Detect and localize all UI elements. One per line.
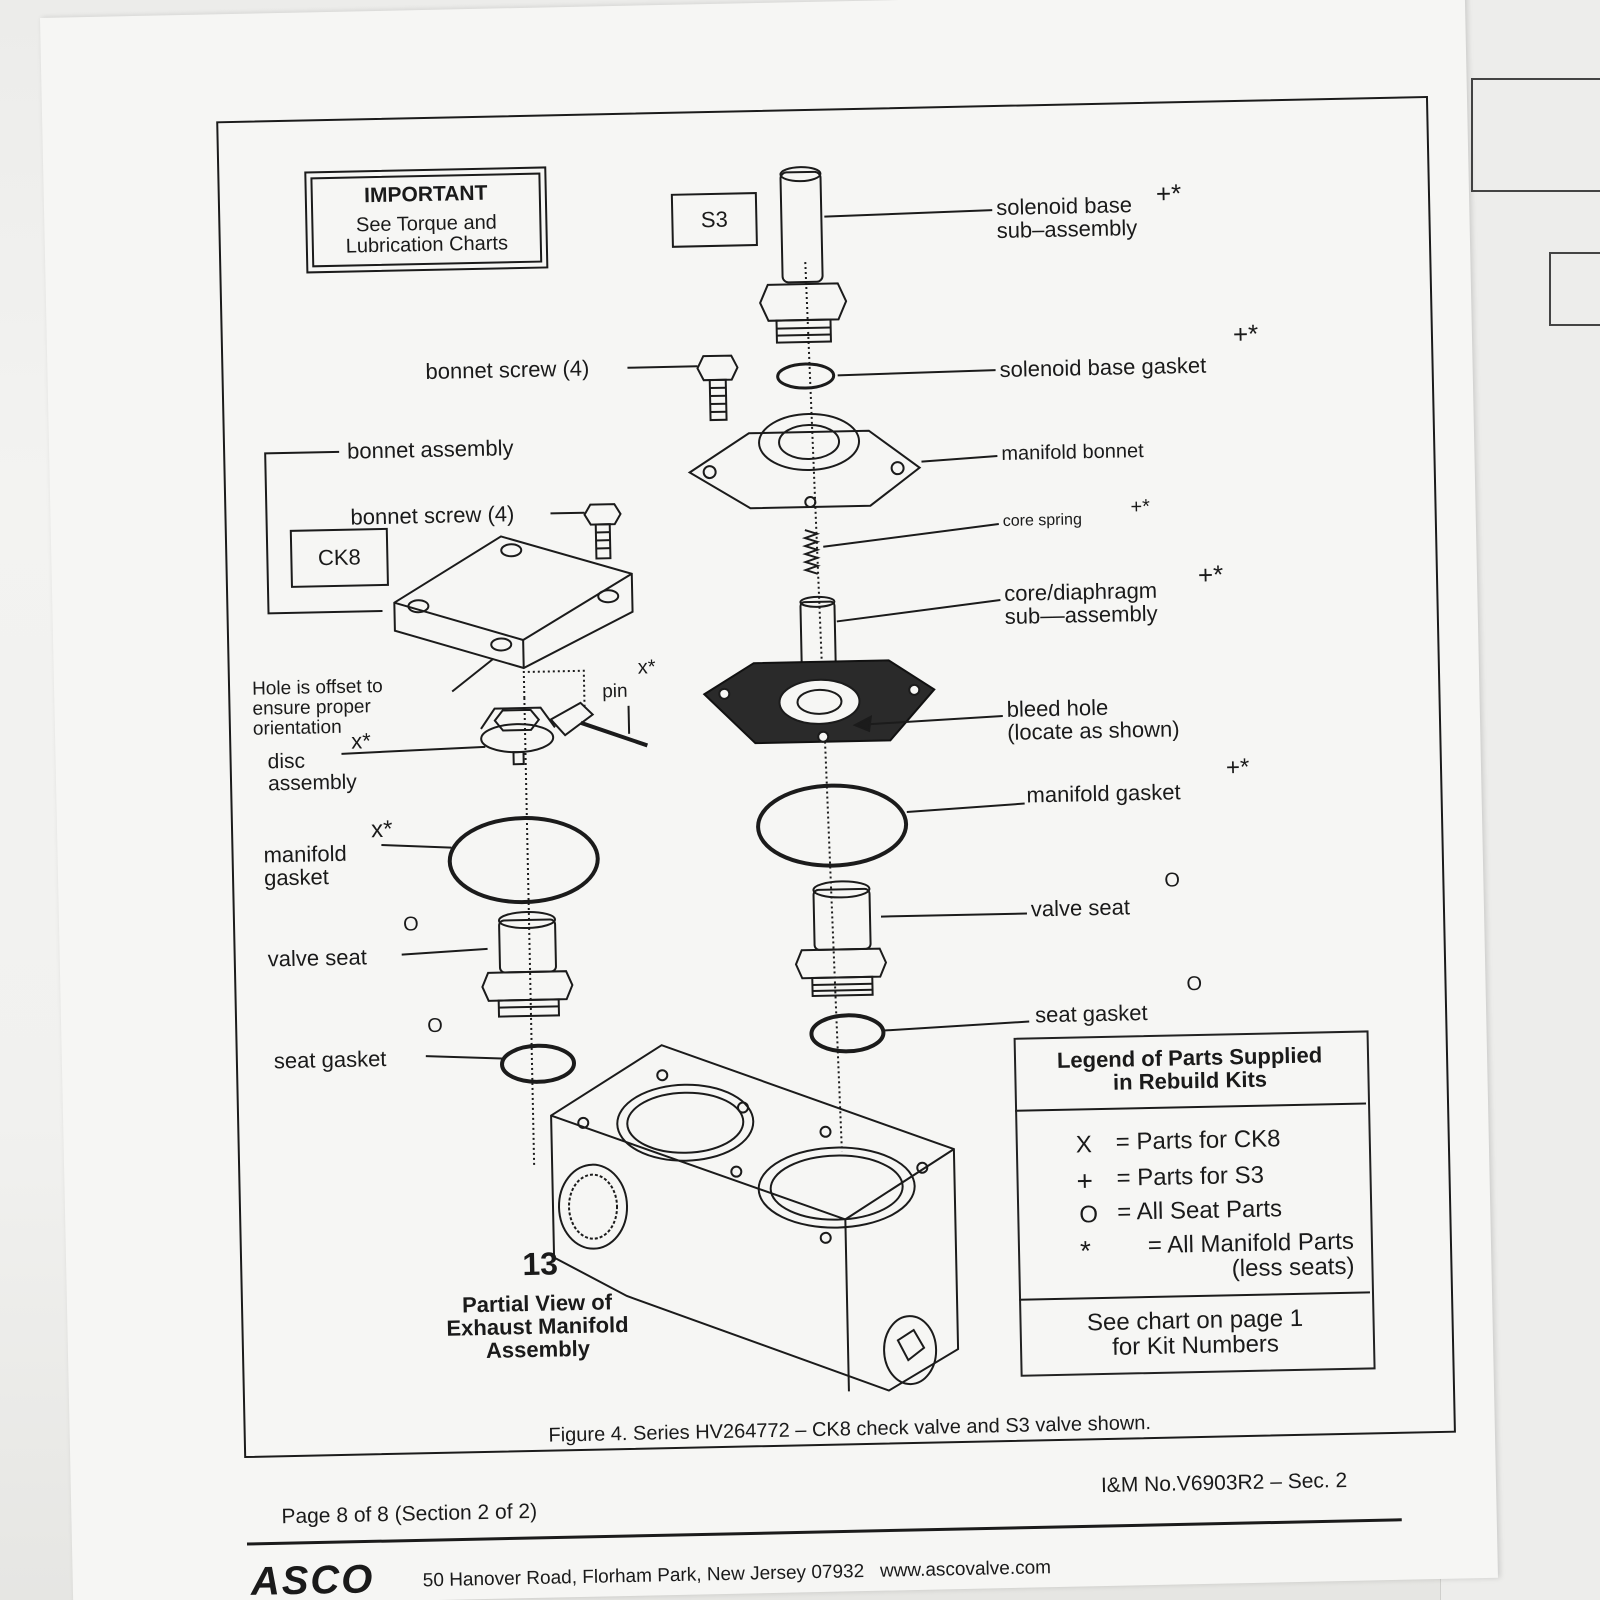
core-spring-part <box>801 529 821 575</box>
legend-symbol-star: * <box>1079 1235 1092 1267</box>
solenoid-base-gasket-part <box>776 362 836 390</box>
seat-gasket-left-label: seat gasket <box>273 1045 387 1074</box>
pin-label: pin <box>602 680 628 703</box>
valve-seat-right-mark: O <box>1164 869 1181 892</box>
bonnet-plate-part <box>393 535 634 670</box>
core-spring-marks: +* <box>1130 495 1151 519</box>
solenoid-gasket-label: solenoid base gasket <box>999 352 1207 382</box>
legend-text-x: = Parts for CK8 <box>1115 1125 1281 1156</box>
pin-pointer <box>627 705 631 734</box>
left-axis-line <box>523 697 536 1168</box>
legend-footer: See chart on page 1 for Kit Numbers <box>1086 1304 1304 1362</box>
manifold-gasket-left-marks: x* <box>370 815 393 844</box>
bonnet-assembly-label: bonnet assembly <box>346 435 514 464</box>
leader-valve-seat-left <box>401 947 488 956</box>
leader-disc-assembly <box>341 745 486 755</box>
core-diaphragm-marks: +* <box>1197 559 1224 590</box>
exploded-view-diagram <box>216 95 1456 1546</box>
seat-gasket-left-mark: O <box>426 1014 443 1038</box>
bonnet-screw-right-label: bonnet screw (4) <box>425 355 590 385</box>
disc-assembly-label: disc assembly <box>267 749 358 796</box>
s3-box <box>670 192 758 248</box>
leader-solenoid-base <box>824 209 993 218</box>
bonnet-assembly-bracket <box>264 450 383 615</box>
leader-manifold-bonnet <box>921 455 998 463</box>
leader-manifold-gasket-right <box>906 802 1025 814</box>
leader-bonnet-screw-right <box>627 365 698 369</box>
pin-part <box>580 720 649 748</box>
figure-frame <box>216 95 1456 1459</box>
bonnet-screw-left-part <box>583 503 622 560</box>
leader-seat-gasket-left <box>425 1055 502 1060</box>
solenoid-base-marks: +* <box>1155 178 1182 209</box>
leader-solenoid-gasket <box>837 369 996 377</box>
ck8-label: CK8 <box>317 544 362 571</box>
offset-hole-pointer <box>451 657 495 693</box>
seat-gasket-right-part <box>809 1013 886 1054</box>
legend-divider-2 <box>1019 1291 1371 1301</box>
bleed-hole-label: bleed hole (locate as shown) <box>1006 694 1180 745</box>
valve-seat-left-label: valve seat <box>267 944 368 972</box>
core-diaphragm-part <box>702 595 936 745</box>
leader-bleed-hole <box>854 714 1003 727</box>
partial-view-text: Partial View of Exhaust Manifold Assembl… <box>446 1289 629 1364</box>
important-box-outer <box>304 166 549 274</box>
legend-divider-1 <box>1015 1102 1367 1112</box>
leader-valve-seat-right <box>880 912 1027 918</box>
solenoid-base-label: solenoid base sub–assembly <box>995 192 1138 244</box>
footer-rule <box>246 1518 1402 1546</box>
leader-core-spring <box>823 523 999 548</box>
important-text: See Torque and Lubrication Charts <box>345 211 509 258</box>
manifold-bonnet-label: manifold bonnet <box>1001 439 1144 465</box>
valve-seat-right-part <box>794 880 888 998</box>
manifold-gasket-right-marks: +* <box>1225 753 1250 782</box>
important-box-inner <box>310 172 543 268</box>
s3-label: S3 <box>700 206 729 233</box>
leader-seat-gasket-right <box>883 1020 1030 1032</box>
core-diaphragm-label: core/diaphragm sub––assembly <box>1004 577 1158 630</box>
legend-text-star: = All Manifold Parts (less seats) <box>1147 1227 1355 1283</box>
valve-seat-right-label: valve seat <box>1030 894 1131 922</box>
bonnet-screw-left-label: bonnet screw (4) <box>350 501 515 530</box>
bonnet-screw-right-part <box>696 354 739 422</box>
seat-gasket-right-label: seat gasket <box>1034 1000 1148 1028</box>
disc-marks: x* <box>350 728 372 754</box>
disc-assembly-part <box>480 701 595 766</box>
solenoid-gasket-marks: +* <box>1232 318 1259 350</box>
core-spring-label: core spring <box>1002 511 1083 530</box>
manifold-gasket-right-part <box>756 783 909 868</box>
partial-view-number: 13 <box>522 1245 559 1283</box>
solenoid-base-part <box>759 166 848 344</box>
pin-bracket <box>522 669 586 707</box>
legend-text-o: = All Seat Parts <box>1116 1195 1283 1226</box>
manifold-gasket-left-part <box>447 816 600 905</box>
manifold-bonnet-part <box>687 412 922 510</box>
manual-page: IMPORTANT See Torque and Lubrication Cha… <box>40 0 1498 1600</box>
asco-logo: ASCO <box>250 1557 375 1600</box>
leader-bonnet-screw-left <box>550 511 585 515</box>
manifold-gasket-left-label: manifold gasket <box>263 840 347 891</box>
adjacent-page-box-2 <box>1549 252 1600 326</box>
legend-symbol-plus: + <box>1076 1165 1094 1197</box>
ck8-box <box>289 527 389 588</box>
legend-symbol-x: X <box>1075 1131 1093 1159</box>
legend-title: Legend of Parts Supplied in Rebuild Kits <box>1056 1042 1323 1095</box>
bleed-hole-arrow <box>852 714 873 733</box>
seat-gasket-left-part <box>500 1043 577 1084</box>
valve-seat-left-mark: O <box>402 913 419 936</box>
leader-core-diaphragm <box>836 599 1001 623</box>
valve-seat-left-part <box>481 910 574 1018</box>
legend-text-plus: = Parts for S3 <box>1116 1161 1265 1192</box>
pin-marks: x* <box>637 656 656 679</box>
leader-manifold-gasket-left <box>381 844 452 849</box>
manifold-body-part <box>550 1044 960 1392</box>
legend-symbol-o: O <box>1079 1201 1099 1229</box>
adjacent-page-box <box>1471 78 1600 192</box>
manifold-gasket-right-label: manifold gasket <box>1026 779 1181 808</box>
seat-gasket-right-mark: O <box>1186 972 1203 996</box>
